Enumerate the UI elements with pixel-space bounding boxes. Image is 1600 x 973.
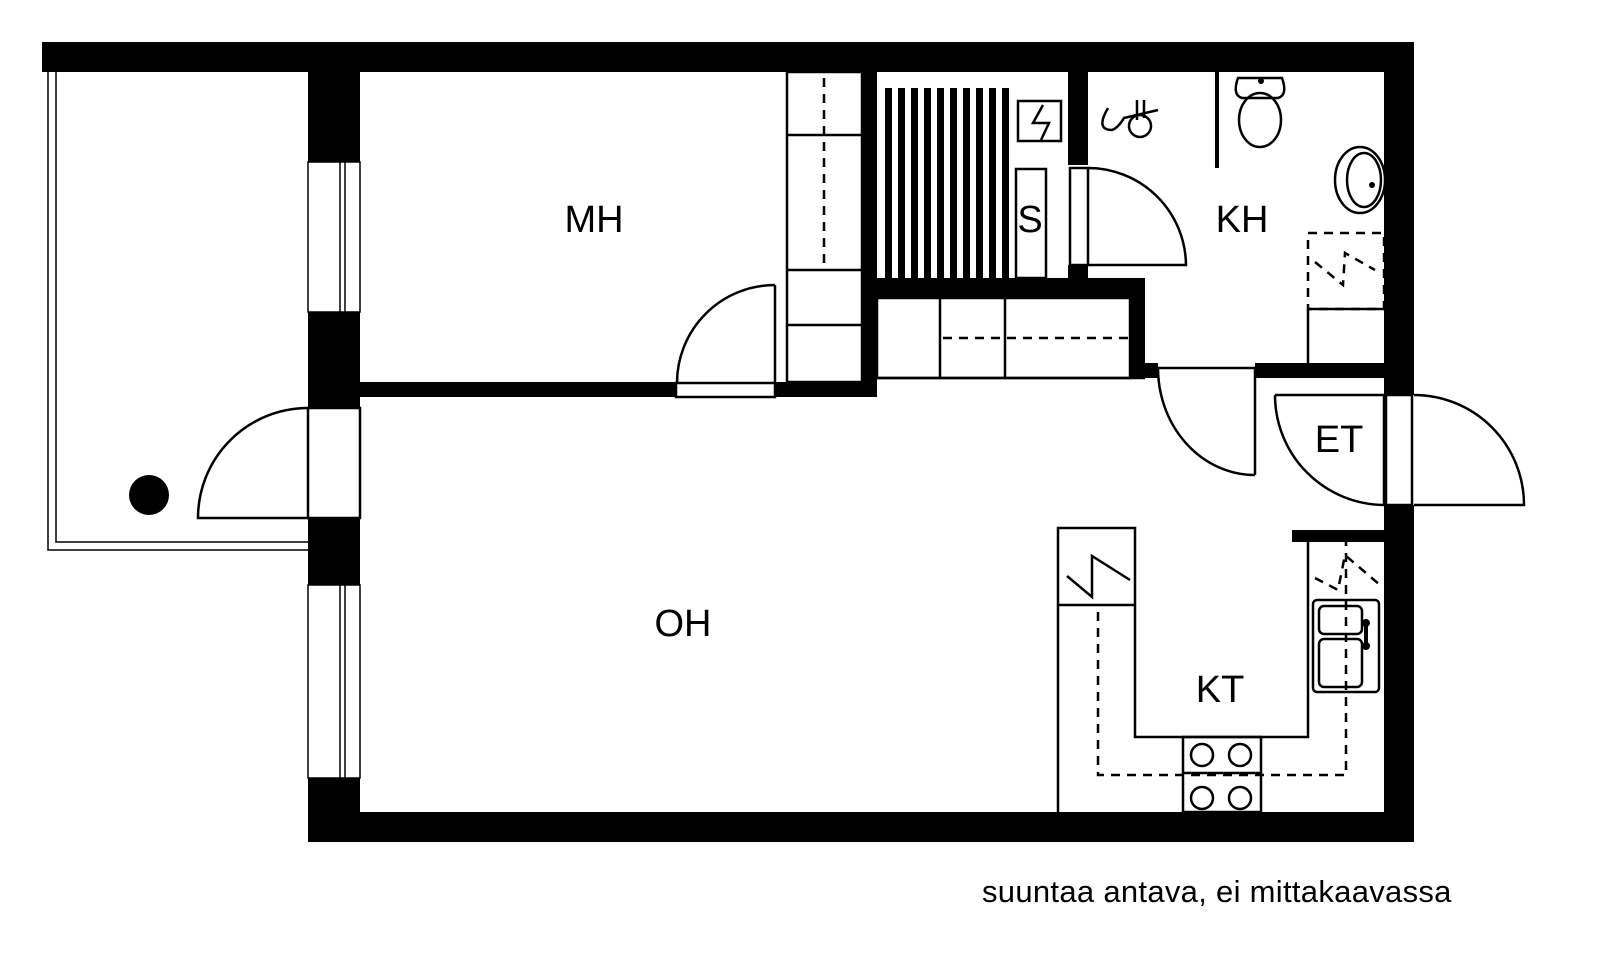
bench-slat — [1002, 88, 1009, 278]
bench-slat — [885, 88, 892, 278]
room-label-s: S — [1017, 199, 1042, 241]
storage-cabinets — [875, 296, 1145, 380]
room-label-oh: OH — [655, 603, 712, 645]
bench-slat — [963, 88, 970, 278]
room-label-mh: MH — [564, 199, 623, 241]
doors — [196, 166, 1526, 520]
stove-icon — [1181, 735, 1263, 814]
bench-slat — [976, 88, 983, 278]
room-label-kh: KH — [1216, 199, 1269, 241]
kitchen-counters — [1056, 526, 1381, 814]
walls — [42, 42, 1414, 842]
kitchen-sink-icon — [1311, 598, 1381, 694]
fridge-icon — [1066, 553, 1131, 600]
wardrobe — [785, 70, 864, 384]
sauna-benches — [885, 88, 1009, 278]
room-label-et: ET — [1315, 419, 1364, 461]
sink-icon — [1333, 145, 1387, 215]
drain-icon — [129, 475, 169, 515]
balcony — [47, 72, 308, 551]
toilet-icon — [1234, 76, 1286, 100]
windows — [307, 161, 361, 779]
bench-slat — [924, 88, 931, 278]
bench-slat — [898, 88, 905, 278]
bench-slat — [989, 88, 996, 278]
bench-slat — [937, 88, 944, 278]
sauna-stove — [1014, 99, 1063, 280]
scale-disclaimer: suuntaa antava, ei mittakaavassa — [982, 874, 1452, 909]
stove-icon — [1016, 99, 1063, 143]
bathroom-fixtures — [1101, 72, 1387, 363]
bench-slat — [911, 88, 918, 278]
room-label-kt: KT — [1196, 669, 1245, 711]
bench-slat — [950, 88, 957, 278]
